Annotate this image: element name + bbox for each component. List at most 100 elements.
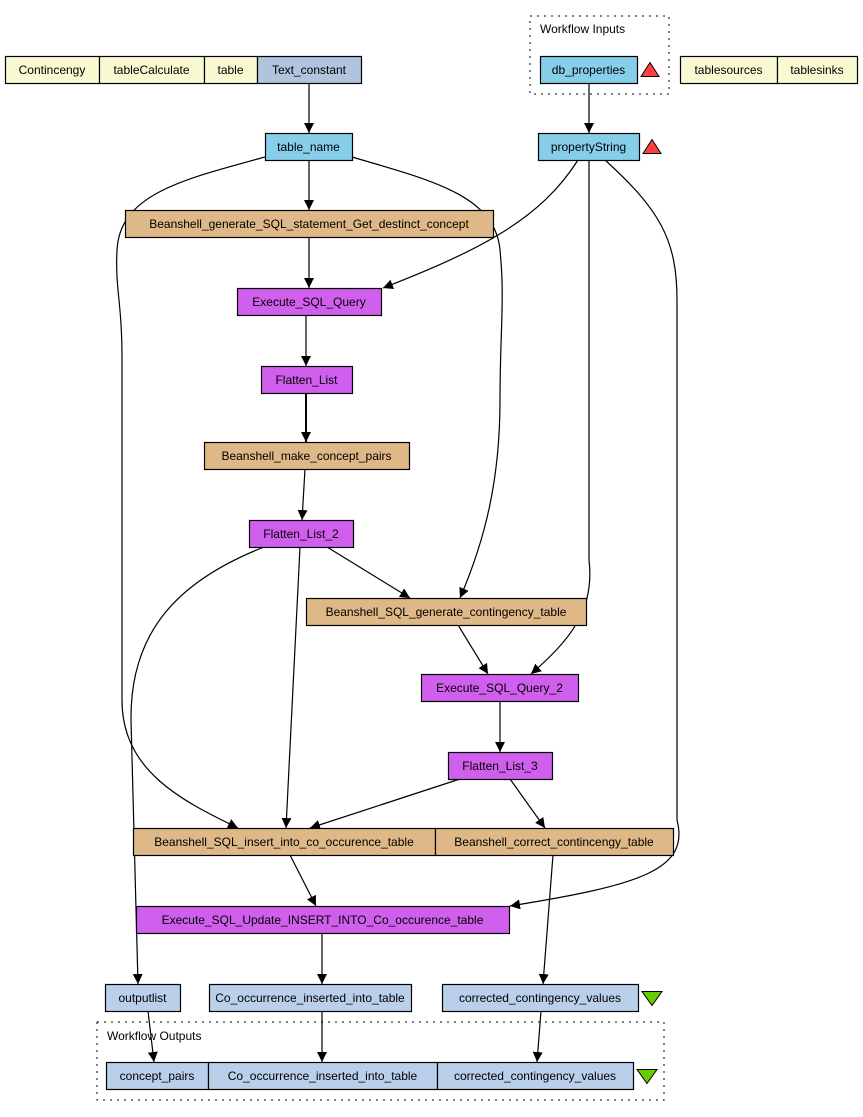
node-box	[236, 287, 383, 317]
node-label: Contincengy	[19, 63, 86, 77]
node-label: Flatten_List	[275, 373, 338, 387]
node-label: Flatten_List_2	[263, 527, 339, 541]
node-box	[98, 55, 206, 85]
node-box	[539, 55, 639, 85]
node-exec-sql2[interactable]: Execute_SQL_Query_2	[420, 673, 580, 703]
node-box	[203, 441, 411, 471]
node-label: propertyString	[551, 140, 626, 154]
node-box	[434, 827, 675, 857]
edge-flatten2-to-bsh-contingency	[326, 546, 411, 599]
node-label: Execute_SQL_Update_INSERT_INTO_Co_occure…	[162, 913, 484, 927]
node-leg-tablecalculate: tableCalculate	[98, 55, 206, 85]
node-box	[441, 983, 640, 1013]
node-leg-table: table	[203, 55, 259, 85]
node-label: table	[217, 63, 243, 77]
node-box	[776, 55, 859, 85]
node-label: table_name	[277, 140, 340, 154]
node-box	[132, 827, 437, 857]
node-label: outputlist	[118, 991, 167, 1005]
node-label: Beanshell_generate_SQL_statement_Get_des…	[149, 217, 469, 231]
node-leg-contincengy: Contincengy	[4, 55, 101, 85]
node-box	[447, 751, 554, 781]
node-exec-update[interactable]: Execute_SQL_Update_INSERT_INTO_Co_occure…	[135, 905, 511, 935]
workflow-outputs-cluster: Workflow Outputs	[96, 1021, 665, 1101]
node-label: Text_constant	[272, 63, 347, 77]
node-box	[203, 55, 259, 85]
input-port-triangle-icon	[640, 61, 660, 77]
node-label: tableCalculate	[113, 63, 189, 77]
node-flatten1[interactable]: Flatten_List	[260, 365, 354, 395]
node-bsh-pairs[interactable]: Beanshell_make_concept_pairs	[203, 441, 411, 471]
node-label: Beanshell_SQL_generate_contingency_table	[326, 605, 567, 619]
node-label: Beanshell_correct_contincengy_table	[454, 835, 654, 849]
node-label: Flatten_List_3	[462, 759, 538, 773]
workflow-inputs-label: Workflow Inputs	[540, 22, 625, 36]
node-box	[207, 1061, 439, 1091]
node-label: concept_pairs	[120, 1069, 195, 1083]
node-label: corrected_contingency_values	[454, 1069, 616, 1083]
node-leg-tablesources: tablesources	[679, 55, 779, 85]
edge-bsh-contingency-to-exec-sql2	[457, 624, 489, 675]
node-label: tablesinks	[790, 63, 843, 77]
output-port-triangle-icon	[636, 1069, 658, 1085]
node-bsh-contingency[interactable]: Beanshell_SQL_generate_contingency_table	[305, 597, 588, 627]
node-label: db_properties	[552, 63, 625, 77]
nodes-layer: Contincengy tableCalculate table tablesourc…	[4, 55, 859, 1091]
edge-flatten2-to-outputlist	[130, 546, 265, 985]
node-bsh-distinct[interactable]: Beanshell_generate_SQL_statement_Get_des…	[124, 209, 495, 239]
node-db-properties[interactable]: db_properties	[539, 55, 660, 85]
edge-propertyString-to-exec-sql	[382, 159, 579, 290]
node-box	[124, 209, 495, 239]
workflow-outputs-label: Workflow Outputs	[107, 1029, 201, 1043]
edge-flatten3-to-bsh-insert	[309, 778, 461, 830]
node-box	[537, 132, 641, 162]
node-text-constant[interactable]: Text_constant	[256, 55, 363, 85]
edges-layer	[116, 83, 680, 1063]
node-label: Execute_SQL_Query	[252, 295, 365, 309]
node-box	[256, 55, 363, 85]
node-leg-tablesinks: tablesinks	[776, 55, 859, 85]
node-box	[248, 519, 355, 549]
node-label: Co_occurrence_inserted_into_table	[228, 1069, 418, 1083]
node-out-co-inserted[interactable]: Co_occurrence_inserted_into_table	[207, 1061, 439, 1091]
node-bsh-correct[interactable]: Beanshell_correct_contincengy_table	[434, 827, 675, 857]
node-box	[4, 55, 101, 85]
node-label: Beanshell_make_concept_pairs	[221, 449, 391, 463]
node-corrected-vals[interactable]: corrected_contingency_values	[441, 983, 663, 1013]
node-out-concept-pairs[interactable]: concept_pairs	[105, 1061, 210, 1091]
node-exec-sql[interactable]: Execute_SQL_Query	[236, 287, 383, 317]
edge-flatten2-to-bsh-insert	[281, 546, 301, 829]
edge-table-name-to-bsh-insert	[116, 156, 266, 829]
node-propertyString[interactable]: propertyString	[537, 132, 662, 162]
edge-bsh-insert-to-exec-update	[289, 854, 317, 907]
edge-corrected-vals-to-out-corrected	[532, 1010, 543, 1063]
node-box	[305, 597, 588, 627]
output-port-triangle-icon	[641, 991, 663, 1007]
node-outputlist[interactable]: outputlist	[104, 983, 182, 1013]
edge-bsh-correct-to-corrected-vals	[538, 854, 554, 985]
node-table-name[interactable]: table_name	[264, 132, 354, 162]
edge-propertyString-to-exec-update	[509, 159, 680, 910]
node-box	[260, 365, 354, 395]
node-box	[436, 1061, 635, 1091]
edge-bsh-pairs-to-flatten2	[297, 468, 308, 521]
node-bsh-insert[interactable]: Beanshell_SQL_insert_into_co_occurence_t…	[132, 827, 437, 857]
node-box	[135, 905, 511, 935]
edge-outputlist-to-out-concept-pairs	[147, 1010, 158, 1063]
edge-propertyString-to-exec-sql2	[530, 160, 591, 675]
node-box	[420, 673, 580, 703]
node-box	[104, 983, 182, 1013]
node-label: Execute_SQL_Query_2	[436, 681, 563, 695]
node-label: tablesources	[694, 63, 762, 77]
edge-table-name-to-bsh-contingency	[351, 156, 503, 599]
node-box	[264, 132, 354, 162]
node-box	[208, 983, 413, 1013]
node-label: corrected_contingency_values	[459, 991, 621, 1005]
node-label: Beanshell_SQL_insert_into_co_occurence_t…	[154, 835, 414, 849]
node-flatten2[interactable]: Flatten_List_2	[248, 519, 355, 549]
node-out-corrected[interactable]: corrected_contingency_values	[436, 1061, 658, 1091]
node-co-inserted[interactable]: Co_occurrence_inserted_into_table	[208, 983, 413, 1013]
workflow-inputs-cluster: Workflow Inputs	[529, 15, 670, 95]
node-flatten3[interactable]: Flatten_List_3	[447, 751, 554, 781]
